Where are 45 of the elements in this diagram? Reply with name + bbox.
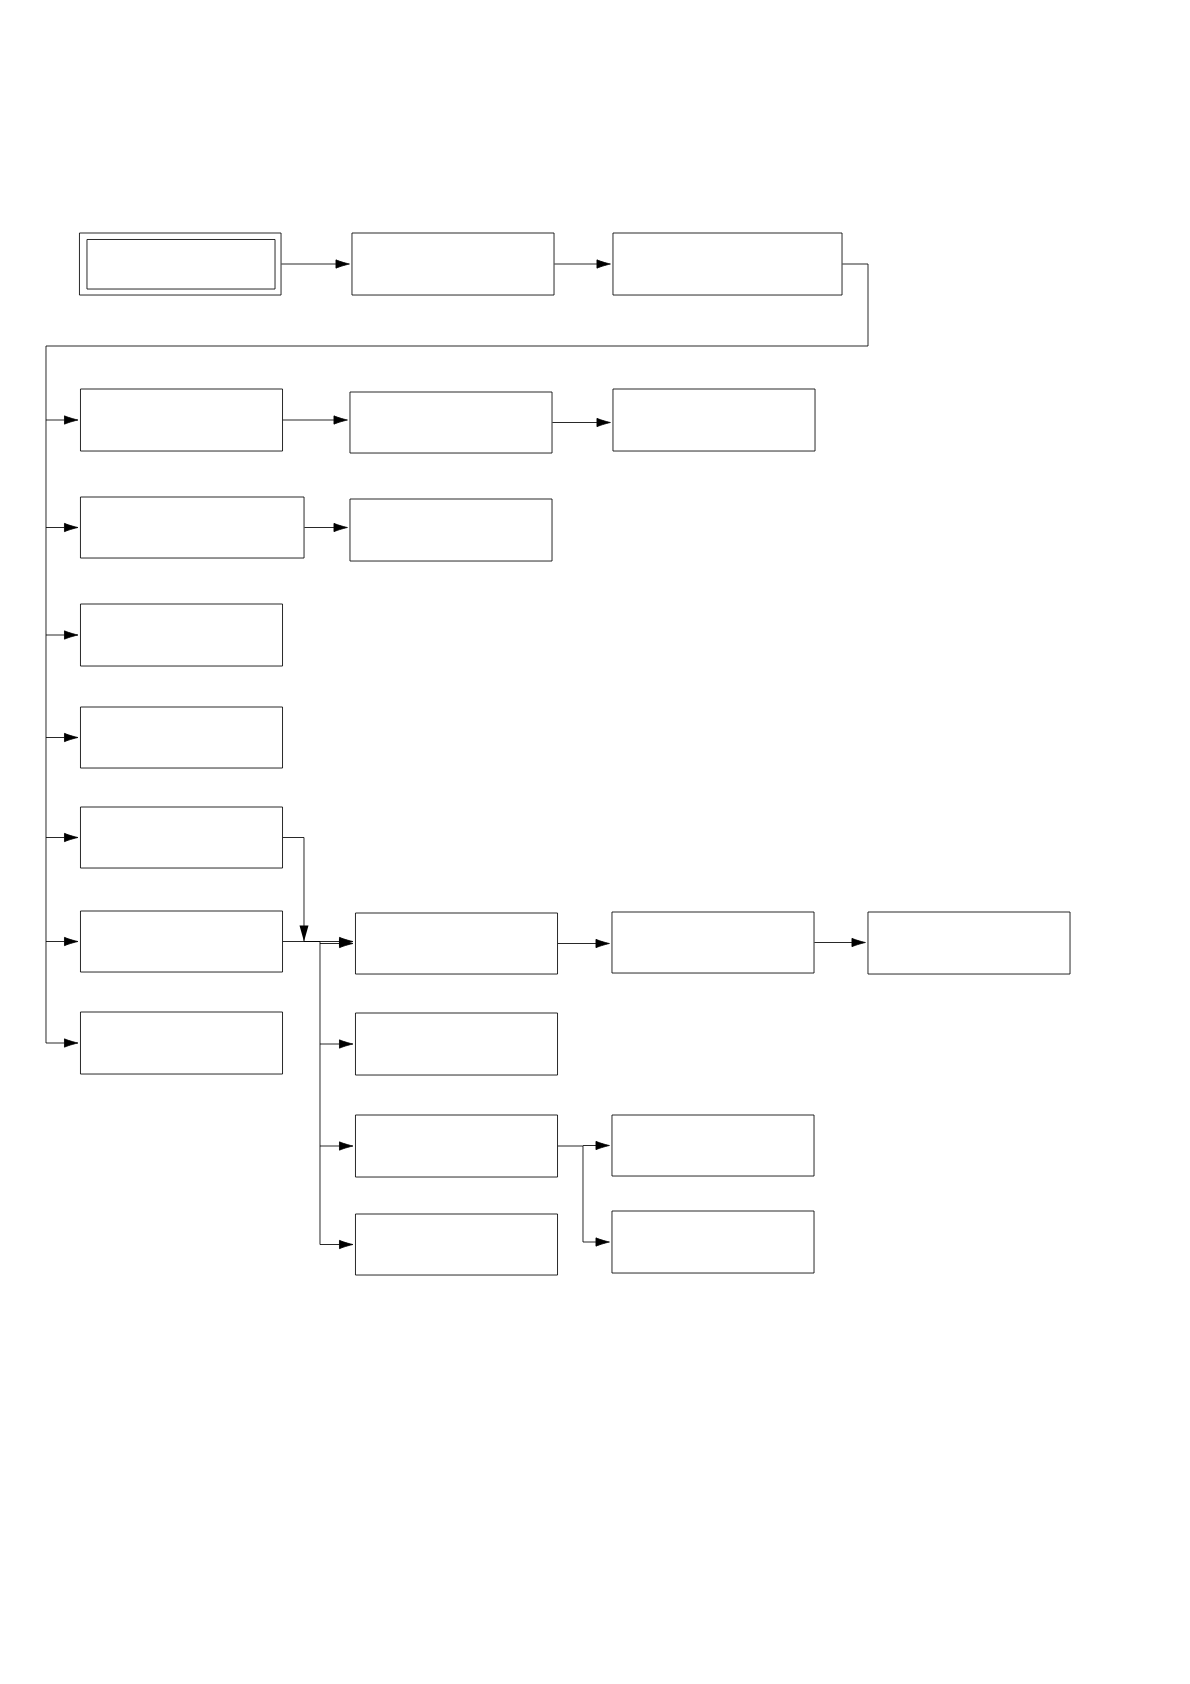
inner-box	[86, 239, 276, 290]
arrow	[281, 259, 350, 269]
process-box	[611, 1210, 815, 1274]
arrow	[552, 417, 611, 428]
process-box	[80, 496, 305, 559]
process-box	[80, 806, 283, 869]
process-box	[80, 910, 283, 973]
arrow	[582, 1237, 610, 1247]
arrow	[282, 415, 348, 425]
arrow	[319, 1039, 354, 1049]
process-box	[351, 232, 555, 296]
process-box	[355, 1213, 558, 1276]
process-box	[612, 388, 816, 452]
arrow	[45, 832, 79, 843]
process-box	[611, 1114, 815, 1177]
arrow	[304, 522, 348, 533]
outer-box	[79, 232, 282, 296]
arrow	[582, 1140, 610, 1151]
process-box	[355, 1012, 558, 1076]
arrow	[45, 936, 79, 947]
arrow	[45, 522, 79, 533]
arrow	[45, 732, 79, 743]
process-box	[80, 603, 283, 667]
process-box	[80, 1011, 283, 1075]
process-box	[355, 1114, 558, 1178]
process-box	[349, 391, 553, 454]
arrow	[814, 937, 866, 948]
arrow	[319, 1141, 354, 1151]
process-box	[612, 232, 843, 296]
process-box	[611, 911, 815, 974]
arrow	[45, 630, 79, 640]
arrow	[319, 1239, 354, 1250]
process-box	[349, 498, 553, 562]
process-box	[80, 706, 283, 769]
trunk-line	[45, 263, 869, 1044]
process-box	[867, 911, 1071, 975]
arrow	[45, 415, 79, 425]
arrow	[319, 938, 354, 949]
trunk-line	[557, 1145, 584, 1243]
process-box	[355, 912, 558, 975]
process-box	[80, 388, 283, 452]
trunk-line	[282, 941, 321, 1245]
arrow	[45, 1038, 79, 1048]
arrow	[557, 938, 610, 949]
arrow	[554, 259, 611, 269]
